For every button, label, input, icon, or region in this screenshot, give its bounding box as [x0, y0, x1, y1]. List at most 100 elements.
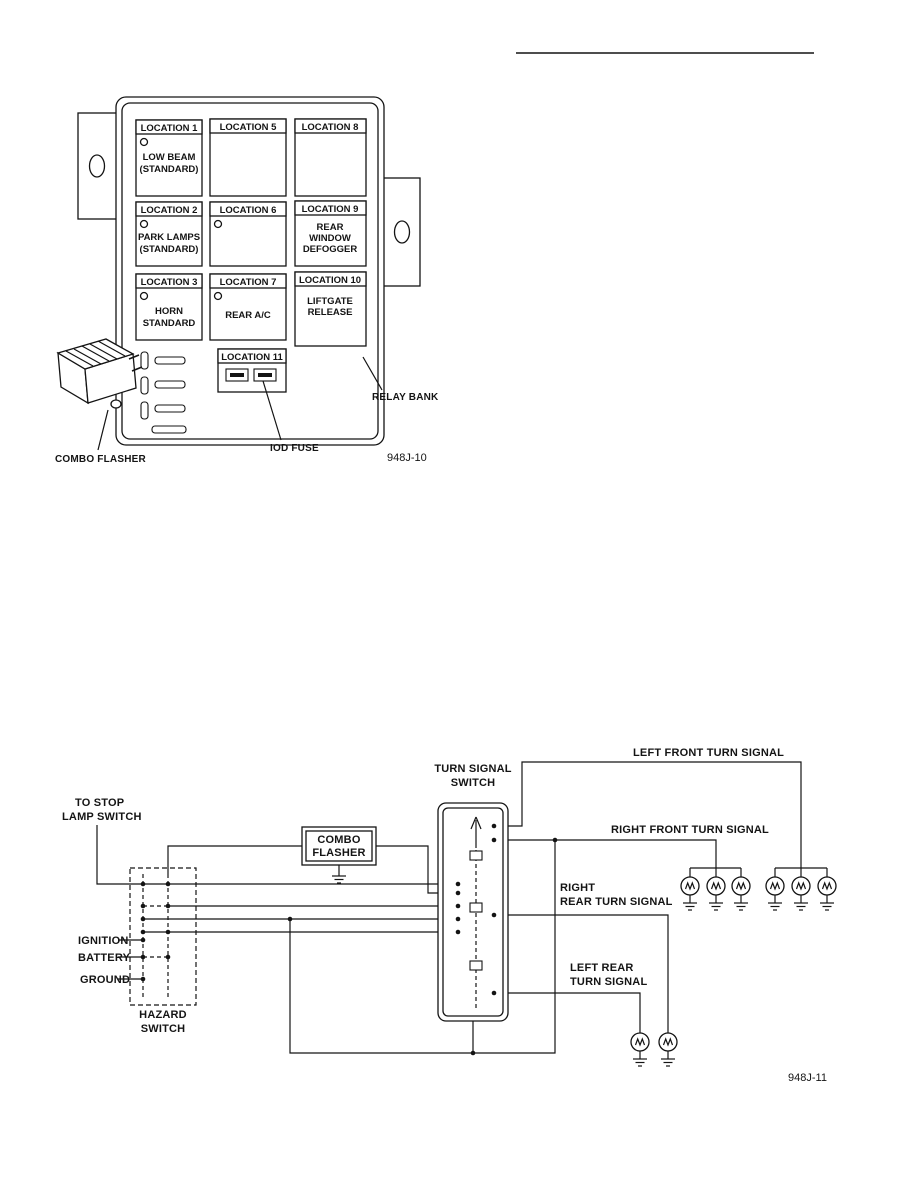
flasher-hatching	[65, 340, 126, 367]
left-rear-turn-signal-label-2: TURN SIGNAL	[570, 976, 647, 988]
terminal-dot	[213, 291, 223, 301]
ignition-label: IGNITION	[78, 935, 129, 947]
turn-signal-bulb	[791, 876, 811, 896]
wire-left-rear	[494, 992, 641, 1033]
switch-contact	[469, 902, 483, 913]
terminal-dot	[213, 219, 223, 229]
location-1-line1: LOW BEAM	[143, 152, 196, 163]
relay-location-11: LOCATION 11	[217, 348, 287, 393]
turn-signal-bulb	[658, 1032, 678, 1052]
ground-symbol	[793, 894, 809, 911]
combo-flasher-callout: COMBO FLASHER	[55, 409, 147, 465]
mounting-tab-right	[381, 177, 421, 287]
iod-fuse-callout-label: IOD FUSE	[270, 443, 319, 454]
location-10-label: LOCATION 10	[299, 275, 361, 286]
wire-right-front	[494, 839, 717, 868]
turn-signal-switch-label-1: TURN SIGNAL	[434, 763, 511, 775]
relay-location-1: LOCATION 1 LOW BEAM (STANDARD)	[135, 119, 203, 197]
ground-symbol	[331, 867, 347, 884]
terminal-dot	[139, 291, 149, 301]
location-3-label: LOCATION 3	[141, 277, 198, 288]
turn-signal-bulb	[817, 876, 837, 896]
relay-location-5: LOCATION 5	[209, 118, 287, 197]
location-9-line1: REAR	[317, 222, 344, 233]
right-front-turn-signal-label: RIGHT FRONT TURN SIGNAL	[611, 824, 769, 836]
location-9-line2: WINDOW	[309, 233, 351, 244]
relay-location-7: LOCATION 7 REAR A/C	[209, 273, 287, 341]
relay-location-3: LOCATION 3 HORN STANDARD	[135, 273, 203, 341]
left-rear-turn-signal-label-1: LEFT REAR	[570, 962, 634, 974]
location-6-label: LOCATION 6	[220, 205, 277, 216]
right-front-bulbs	[680, 876, 751, 911]
relay-location-9: LOCATION 9 REAR WINDOW DEFOGGER	[294, 200, 367, 267]
wire-right-rear	[494, 914, 669, 1033]
location-5-label: LOCATION 5	[220, 122, 278, 133]
switch-arrow-icon	[470, 816, 482, 848]
hazard-terminals	[140, 881, 171, 982]
wire-bulb-bar-right-front	[689, 867, 742, 877]
combo-flasher-box: COMBO FLASHER	[301, 826, 377, 884]
location-2-line1: PARK LAMPS	[138, 232, 200, 243]
switch-contact	[469, 960, 483, 971]
location-3-line2: STANDARD	[143, 318, 196, 329]
iod-fuse-callout: IOD FUSE	[262, 380, 319, 454]
turn-signal-bulb	[630, 1032, 650, 1052]
combo-flasher-label-1: COMBO	[317, 834, 360, 846]
ground-label: GROUND	[80, 974, 130, 986]
location-1-line2: (STANDARD)	[140, 164, 199, 175]
iod-fuse-slots	[225, 368, 277, 382]
wire-return-bus	[289, 840, 556, 1054]
ground-symbol	[733, 894, 749, 911]
figure2-code: 948J-11	[788, 1072, 827, 1084]
relay-location-2: LOCATION 2 PARK LAMPS (STANDARD)	[135, 201, 203, 267]
ground-symbol	[819, 894, 835, 911]
location-10-line2: RELEASE	[308, 307, 353, 318]
location-9-label: LOCATION 9	[302, 204, 359, 215]
relay-bank-callout-label: RELAY BANK	[372, 392, 439, 403]
ground-symbol	[660, 1050, 676, 1067]
combo-flasher-callout-label: COMBO FLASHER	[55, 454, 147, 465]
ground-symbol	[682, 894, 698, 911]
wire-stop-lamp	[96, 825, 458, 885]
turn-signal-switch-label-2: SWITCH	[451, 777, 496, 789]
rear-bulbs	[630, 1032, 678, 1067]
hazard-switch-label-1: HAZARD	[139, 1009, 187, 1021]
location-2-label: LOCATION 2	[141, 205, 198, 216]
relay-location-8: LOCATION 8	[294, 118, 367, 197]
right-rear-turn-signal-label-1: RIGHT	[560, 882, 595, 894]
figure1-code: 948J-10	[387, 452, 427, 464]
location-2-line2: (STANDARD)	[140, 244, 199, 255]
to-stop-lamp-switch-label-1: TO STOP	[75, 797, 124, 809]
switch-terminals	[455, 823, 497, 996]
combo-flasher-label-2: FLASHER	[312, 847, 365, 859]
relay-bank-callout: RELAY BANK	[362, 356, 439, 403]
ground-symbol	[708, 894, 724, 911]
location-1-label: LOCATION 1	[141, 123, 199, 134]
flasher-terminal	[131, 366, 143, 372]
figure-relay-bank: LOCATION 1 LOW BEAM (STANDARD) LOCATION …	[55, 96, 439, 465]
junction-dots	[287, 837, 558, 1056]
hazard-switch-label-2: SWITCH	[141, 1023, 186, 1035]
location-7-line1: REAR A/C	[225, 310, 271, 321]
terminal-dot	[139, 137, 149, 147]
ground-symbol	[767, 894, 783, 911]
wire-left-front	[494, 761, 802, 868]
turn-signal-bulb	[706, 876, 726, 896]
wire-flasher-input	[167, 845, 302, 874]
relay-sockets	[140, 351, 187, 434]
figure-turn-signal-wiring: COMBO FLASHER	[62, 747, 837, 1084]
switch-contact	[469, 850, 483, 861]
location-3-line1: HORN	[155, 306, 183, 317]
ground-symbol	[632, 1050, 648, 1067]
mounting-tab-left	[77, 112, 123, 220]
location-7-label: LOCATION 7	[220, 277, 277, 288]
relay-location-10: LOCATION 10 LIFTGATE RELEASE	[294, 271, 367, 347]
left-front-bulbs	[765, 876, 837, 911]
turn-signal-switch-box	[437, 802, 509, 1022]
turn-signal-bulb	[731, 876, 751, 896]
wiring	[96, 761, 828, 1054]
turn-signal-bulb	[680, 876, 700, 896]
terminal-dot	[139, 219, 149, 229]
